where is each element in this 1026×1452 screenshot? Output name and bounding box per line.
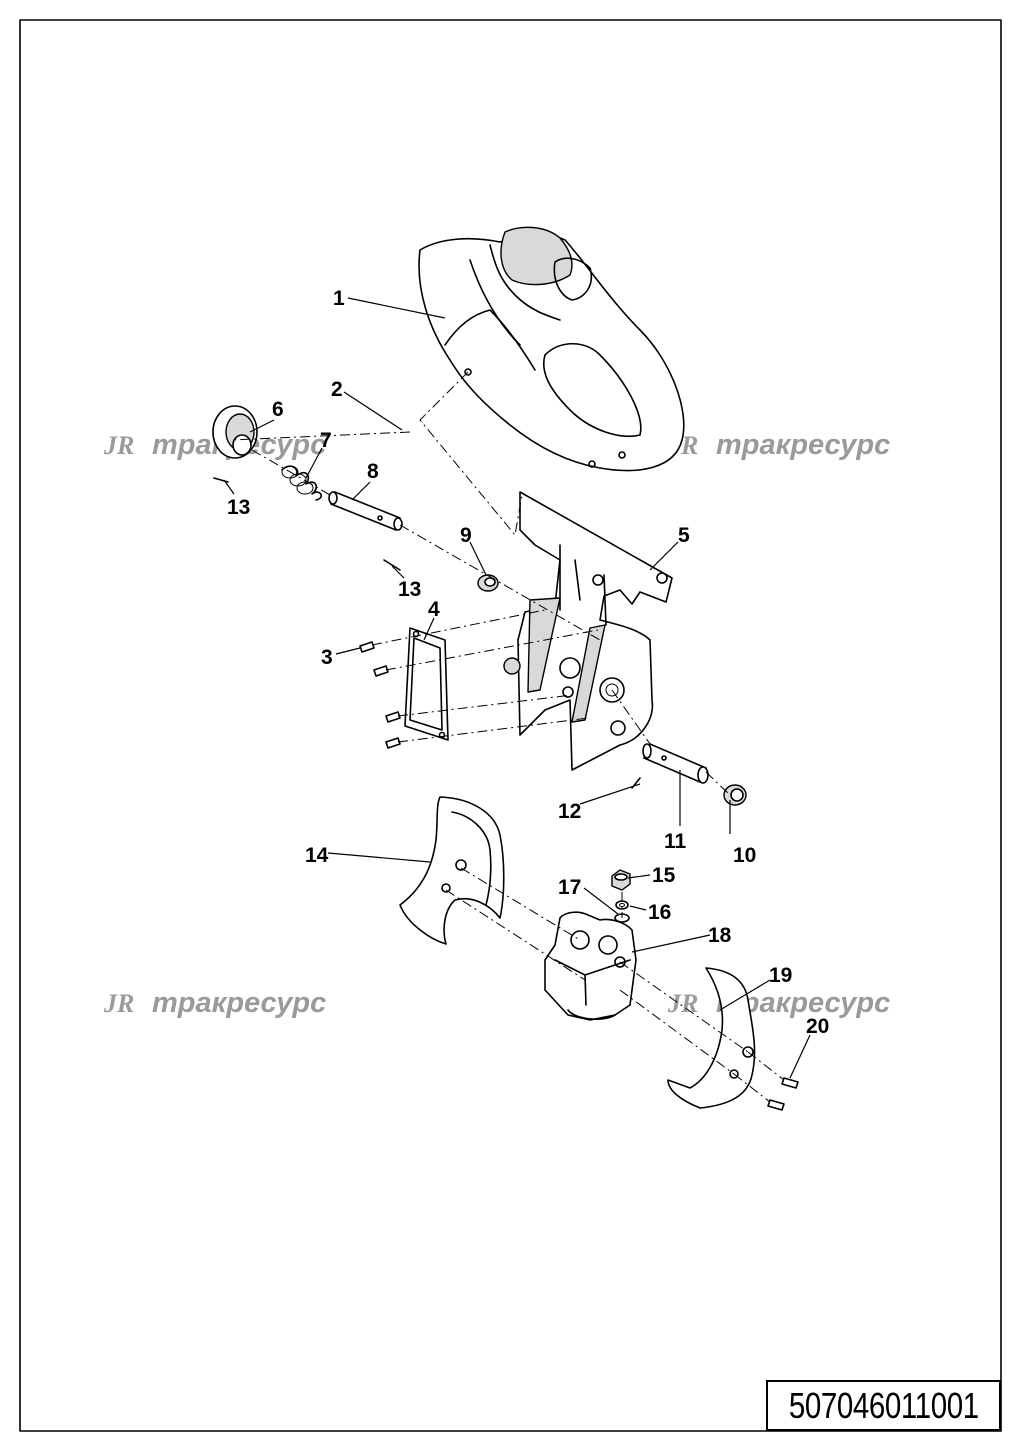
callout-15: 15: [652, 864, 676, 887]
watermark-bottom-left: JR тракресурс: [103, 987, 326, 1019]
callout-13a: 13: [227, 496, 250, 519]
svg-text:JR: JR: [103, 989, 134, 1018]
watermark-bottom-right: JR тракресурс: [667, 987, 890, 1019]
callout-17: 17: [558, 876, 581, 899]
sheet-frame: [19, 19, 1002, 1432]
callout-8: 8: [367, 460, 379, 483]
part-9-bushing: [477, 574, 499, 592]
callout-12: 12: [558, 800, 581, 823]
document-number-box: 507046011001: [766, 1380, 1001, 1431]
part-11-shaft: [642, 743, 709, 784]
part-5-bracket: [517, 491, 673, 771]
bracket-bushing: [503, 657, 521, 675]
part-1-handle-cover: [418, 226, 685, 472]
callout-1: 1: [333, 287, 345, 310]
callout-10: 10: [733, 844, 756, 867]
part-4-plate: [404, 627, 449, 741]
callout-11: 11: [664, 830, 687, 853]
part-20-screws: [767, 1077, 799, 1111]
callout-3: 3: [321, 646, 333, 669]
callout-2: 2: [331, 378, 343, 401]
callout-9: 9: [460, 524, 472, 547]
callout-18: 18: [708, 924, 732, 947]
part-10-bushing: [723, 784, 747, 806]
watermark-top-right: JR тракресурс: [667, 429, 890, 461]
svg-text:тракресурс: тракресурс: [716, 429, 890, 461]
part-14-shell-left: [399, 796, 505, 945]
callout-7: 7: [320, 429, 332, 452]
callout-14: 14: [305, 844, 329, 867]
part-8-pin: [328, 491, 403, 531]
callout-4: 4: [428, 598, 440, 621]
document-number: 507046011001: [788, 1384, 979, 1426]
svg-text:тракресурс: тракресурс: [152, 987, 326, 1019]
part-18-housing: [544, 911, 637, 1021]
svg-text:JR: JR: [103, 431, 134, 460]
part-3-screws: [359, 641, 401, 749]
part-6-cap: [212, 405, 258, 459]
part-13-cotter-pins: [213, 477, 401, 571]
callout-20: 20: [806, 1015, 829, 1038]
callout-labels: 1 2 3 4 5 6 7 8 9 10 11 12 13 13 14 15 1…: [227, 287, 829, 1038]
callout-16: 16: [648, 901, 671, 924]
callout-6: 6: [272, 398, 284, 421]
part-7-spring: [281, 465, 323, 501]
part-15-nut: [611, 869, 631, 891]
callout-13b: 13: [398, 578, 421, 601]
callout-5: 5: [678, 524, 690, 547]
assembly-lines: [231, 371, 785, 1103]
leader-lines: [223, 297, 811, 1079]
callout-19: 19: [769, 964, 792, 987]
